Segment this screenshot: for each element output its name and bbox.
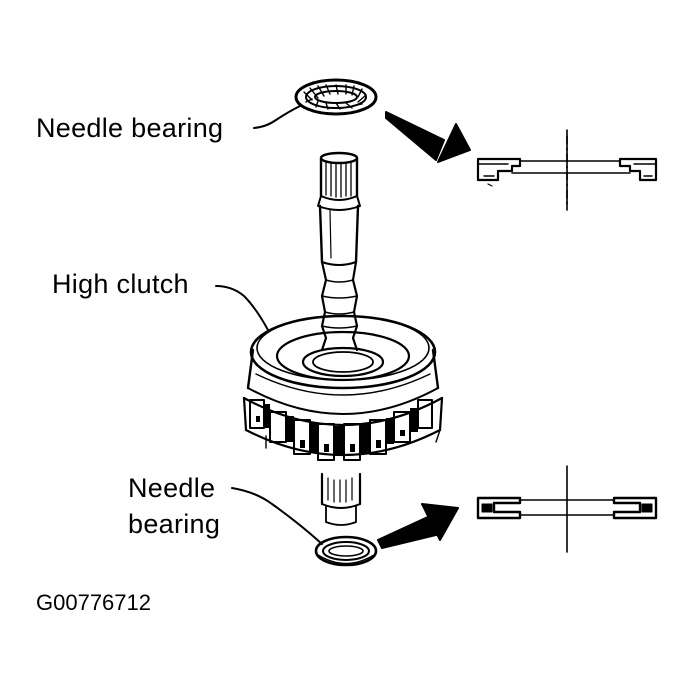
leader-bottom-bearing — [231, 487, 323, 545]
high-clutch-shaft — [317, 151, 361, 352]
label-high-clutch: High clutch — [52, 269, 189, 299]
label-needle-bearing-top: Needle bearing — [36, 113, 224, 143]
arrow-bottom — [377, 503, 459, 549]
bottom-needle-bearing — [314, 535, 378, 567]
label-needle-bearing-bottom-line1: Needle — [128, 473, 216, 503]
lower-shaft-stub — [320, 472, 362, 526]
high-clutch-drum — [242, 314, 444, 461]
label-needle-bearing-bottom-line2: bearing — [128, 509, 221, 539]
leader-top-bearing — [253, 105, 301, 129]
top-needle-bearing — [294, 78, 378, 116]
top-bearing-cross-section — [476, 129, 658, 211]
bottom-bearing-cross-section — [476, 465, 658, 553]
figure-id: G00776712 — [36, 590, 151, 615]
leader-high-clutch — [215, 285, 269, 331]
arrow-top — [385, 111, 471, 163]
